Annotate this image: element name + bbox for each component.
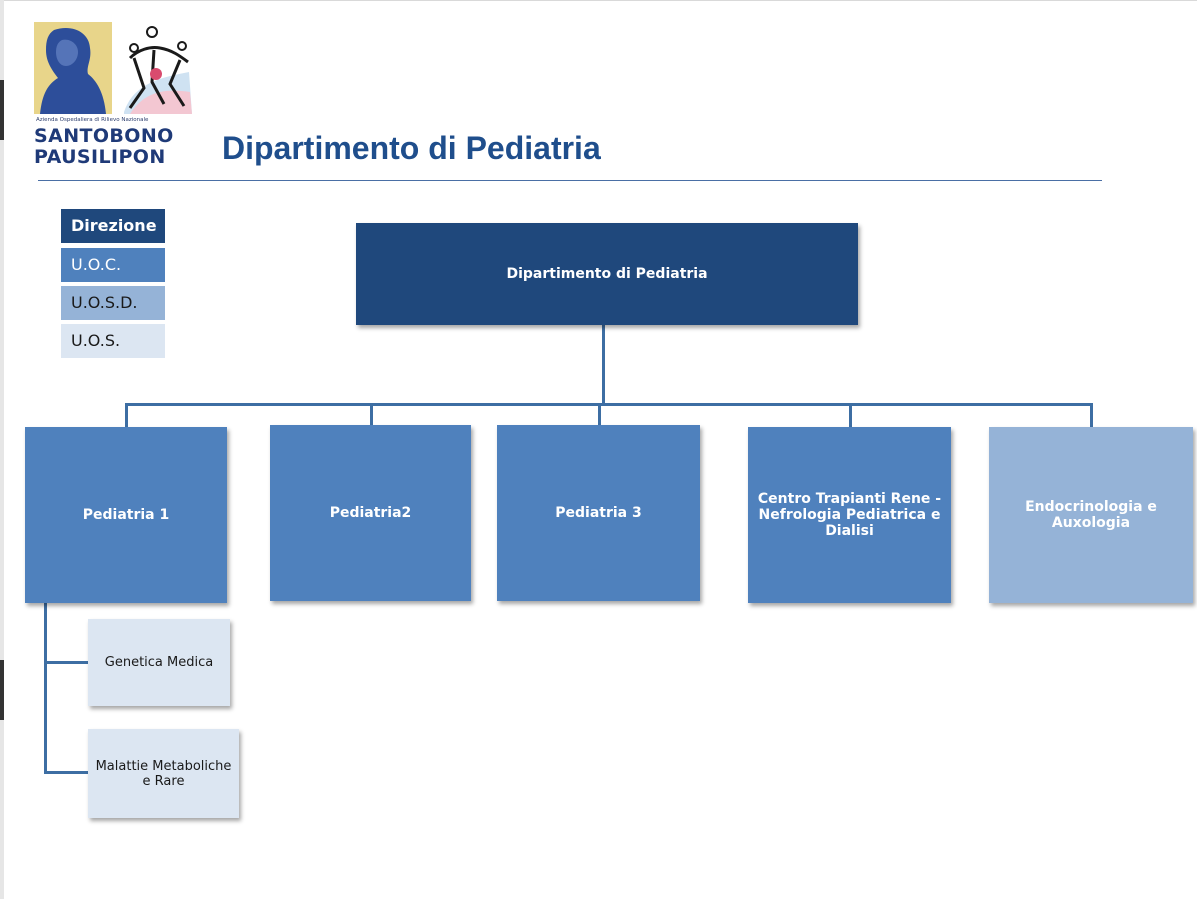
connector-root-down [602, 325, 605, 405]
connector-pediatria3 [598, 403, 601, 425]
logo-subtitle: Azienda Ospedaliera di Rilievo Nazionale [36, 117, 149, 123]
legend-item-uos: U.O.S. [61, 324, 165, 358]
left-edge-mark [0, 80, 4, 140]
title-divider [38, 180, 1102, 181]
org-box-endocrinologia: Endocrinologia e Auxologia [989, 427, 1193, 603]
page-title: Dipartimento di Pediatria [222, 130, 601, 166]
left-border [0, 0, 4, 899]
connector-genetica [44, 661, 88, 664]
org-box-centro-trapianti: Centro Trapianti Rene - Nefrologia Pedia… [748, 427, 951, 603]
org-box-pediatria-2: Pediatria2 [270, 425, 471, 601]
legend-item-direzione: Direzione [61, 209, 165, 243]
org-box-malattie-metaboliche: Malattie Metaboliche e Rare [88, 729, 239, 818]
org-box-pediatria-1: Pediatria 1 [25, 427, 227, 603]
connector-pediatria1 [125, 403, 128, 427]
connector-horizontal [125, 403, 1093, 406]
connector-endocrinologia [1090, 403, 1093, 427]
org-box-genetica-medica: Genetica Medica [88, 619, 230, 706]
logo-emblem-icon [34, 22, 194, 114]
hospital-logo: Azienda Ospedaliera di Rilievo Nazionale… [34, 22, 198, 172]
logo-name-line1: SANTOBONO [34, 125, 174, 147]
logo-name-line2: PAUSILIPON [34, 146, 166, 168]
left-edge-mark [0, 660, 4, 720]
org-box-root: Dipartimento di Pediatria [356, 223, 858, 325]
legend-item-uoc: U.O.C. [61, 248, 165, 282]
legend-item-uosd: U.O.S.D. [61, 286, 165, 320]
top-border [0, 0, 1197, 1]
org-box-pediatria-3: Pediatria 3 [497, 425, 700, 601]
connector-pediatria2 [370, 403, 373, 425]
logo-name: SANTOBONO PAUSILIPON [34, 126, 174, 168]
connector-malattie [44, 771, 88, 774]
connector-sub-vertical [44, 603, 47, 774]
connector-centro-trapianti [849, 403, 852, 427]
